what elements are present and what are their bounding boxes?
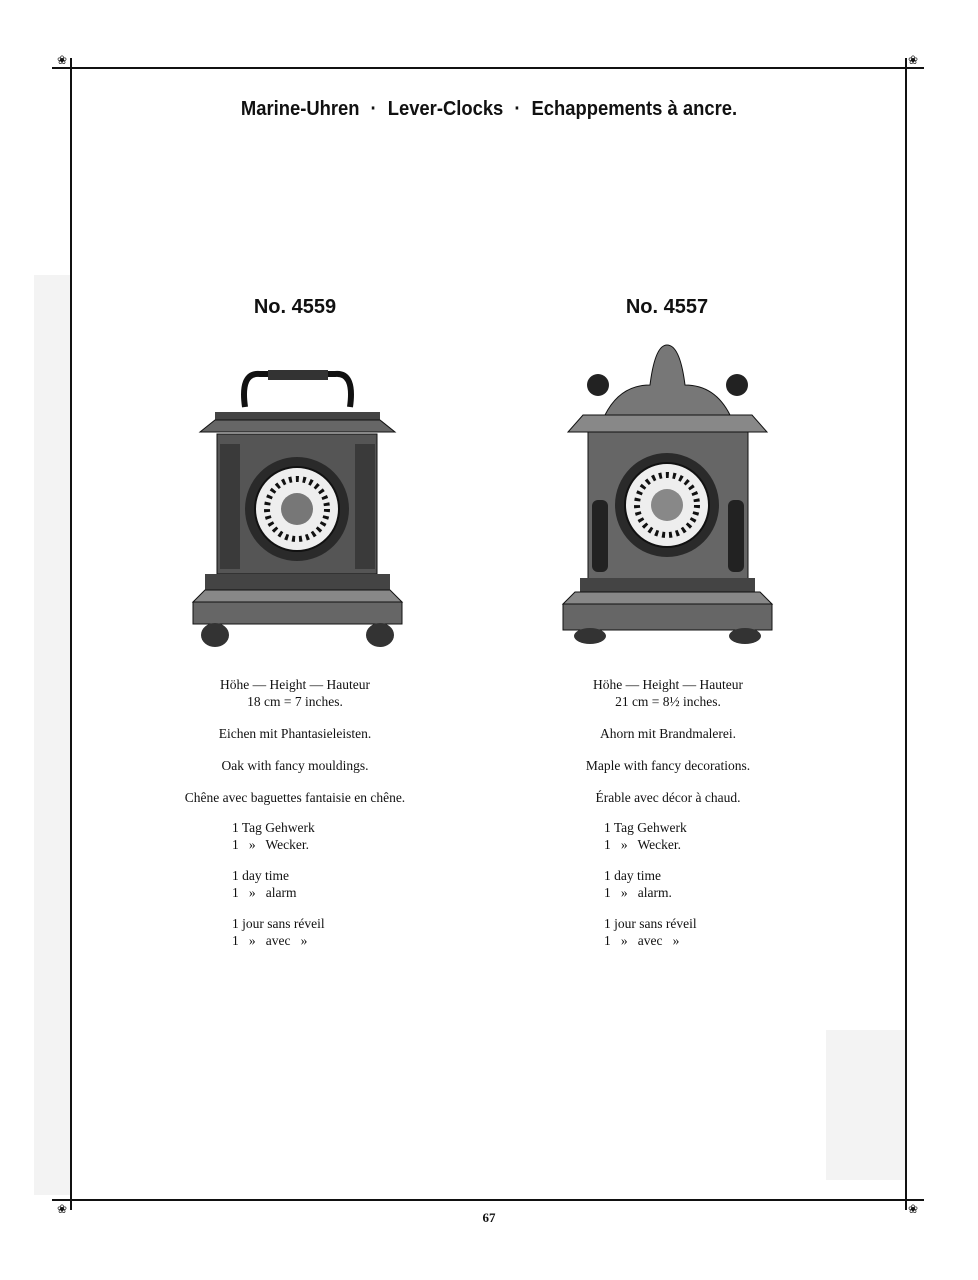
scan-shadow	[34, 275, 70, 1195]
title-separator: ·	[370, 98, 377, 120]
spec-item: 1 » avec »	[232, 933, 308, 948]
corner-ornament-icon: ❀	[908, 1202, 919, 1216]
product-number: No. 4557	[625, 296, 709, 318]
description-en: Oak with fancy mouldings.	[221, 758, 369, 773]
description-fr: Chêne avec baguettes fantaisie en chêne.	[184, 790, 406, 805]
spec-item: 1 » avec »	[604, 933, 680, 948]
description-en: Maple with fancy decorations.	[585, 758, 751, 773]
title-de: Marine-Uhren	[240, 98, 360, 120]
frame-bottom	[52, 1199, 924, 1201]
spec-item: 1 jour sans réveil	[604, 916, 697, 931]
spec-item: 1 day time	[604, 868, 661, 883]
spec-item: 1 » alarm	[232, 885, 297, 900]
title-fr: Echappements à ancre.	[531, 98, 738, 120]
spec-item: 1 jour sans réveil	[232, 916, 325, 931]
spec-item: 1 » Wecker.	[604, 837, 682, 852]
clock-4557-illustration	[561, 344, 774, 644]
product-number: No. 4559	[253, 296, 337, 318]
frame-top	[52, 67, 924, 69]
height-value: 21 cm = 8½ inches.	[615, 694, 721, 709]
corner-ornament-icon: ❀	[57, 1202, 68, 1216]
spec-item: 1 Tag Gehwerk	[232, 820, 315, 835]
clock-4559-illustration	[191, 370, 404, 647]
description-fr: Érable avec décor à chaud.	[595, 790, 741, 805]
scan-shadow	[826, 1030, 906, 1180]
height-label: Höhe — Height — Hauteur	[593, 677, 743, 692]
title-separator: ·	[514, 98, 521, 120]
height-label: Höhe — Height — Hauteur	[220, 677, 370, 692]
frame-right	[905, 58, 907, 1210]
height-value: 18 cm = 7 inches.	[247, 694, 343, 709]
page-title: Marine-Uhren · Lever-Clocks · Echappements à…	[39, 98, 939, 121]
description-de: Ahorn mit Brandmalerei.	[599, 726, 737, 741]
page-number: 67	[482, 1210, 496, 1225]
spec-list: 1 Tag Gehwerk 1 » Wecker. 1 day time 1 »…	[604, 819, 697, 949]
description-de: Eichen mit Phantasieleisten.	[218, 726, 372, 741]
corner-ornament-icon: ❀	[908, 53, 919, 67]
title-en: Lever-Clocks	[387, 98, 504, 120]
spec-item: 1 » alarm.	[604, 885, 672, 900]
spec-item: 1 » Wecker.	[232, 837, 310, 852]
corner-ornament-icon: ❀	[57, 53, 68, 67]
spec-item: 1 Tag Gehwerk	[604, 820, 687, 835]
frame-left	[70, 58, 72, 1210]
spec-list: 1 Tag Gehwerk 1 » Wecker. 1 day time 1 »…	[232, 819, 325, 949]
spec-item: 1 day time	[232, 868, 289, 883]
